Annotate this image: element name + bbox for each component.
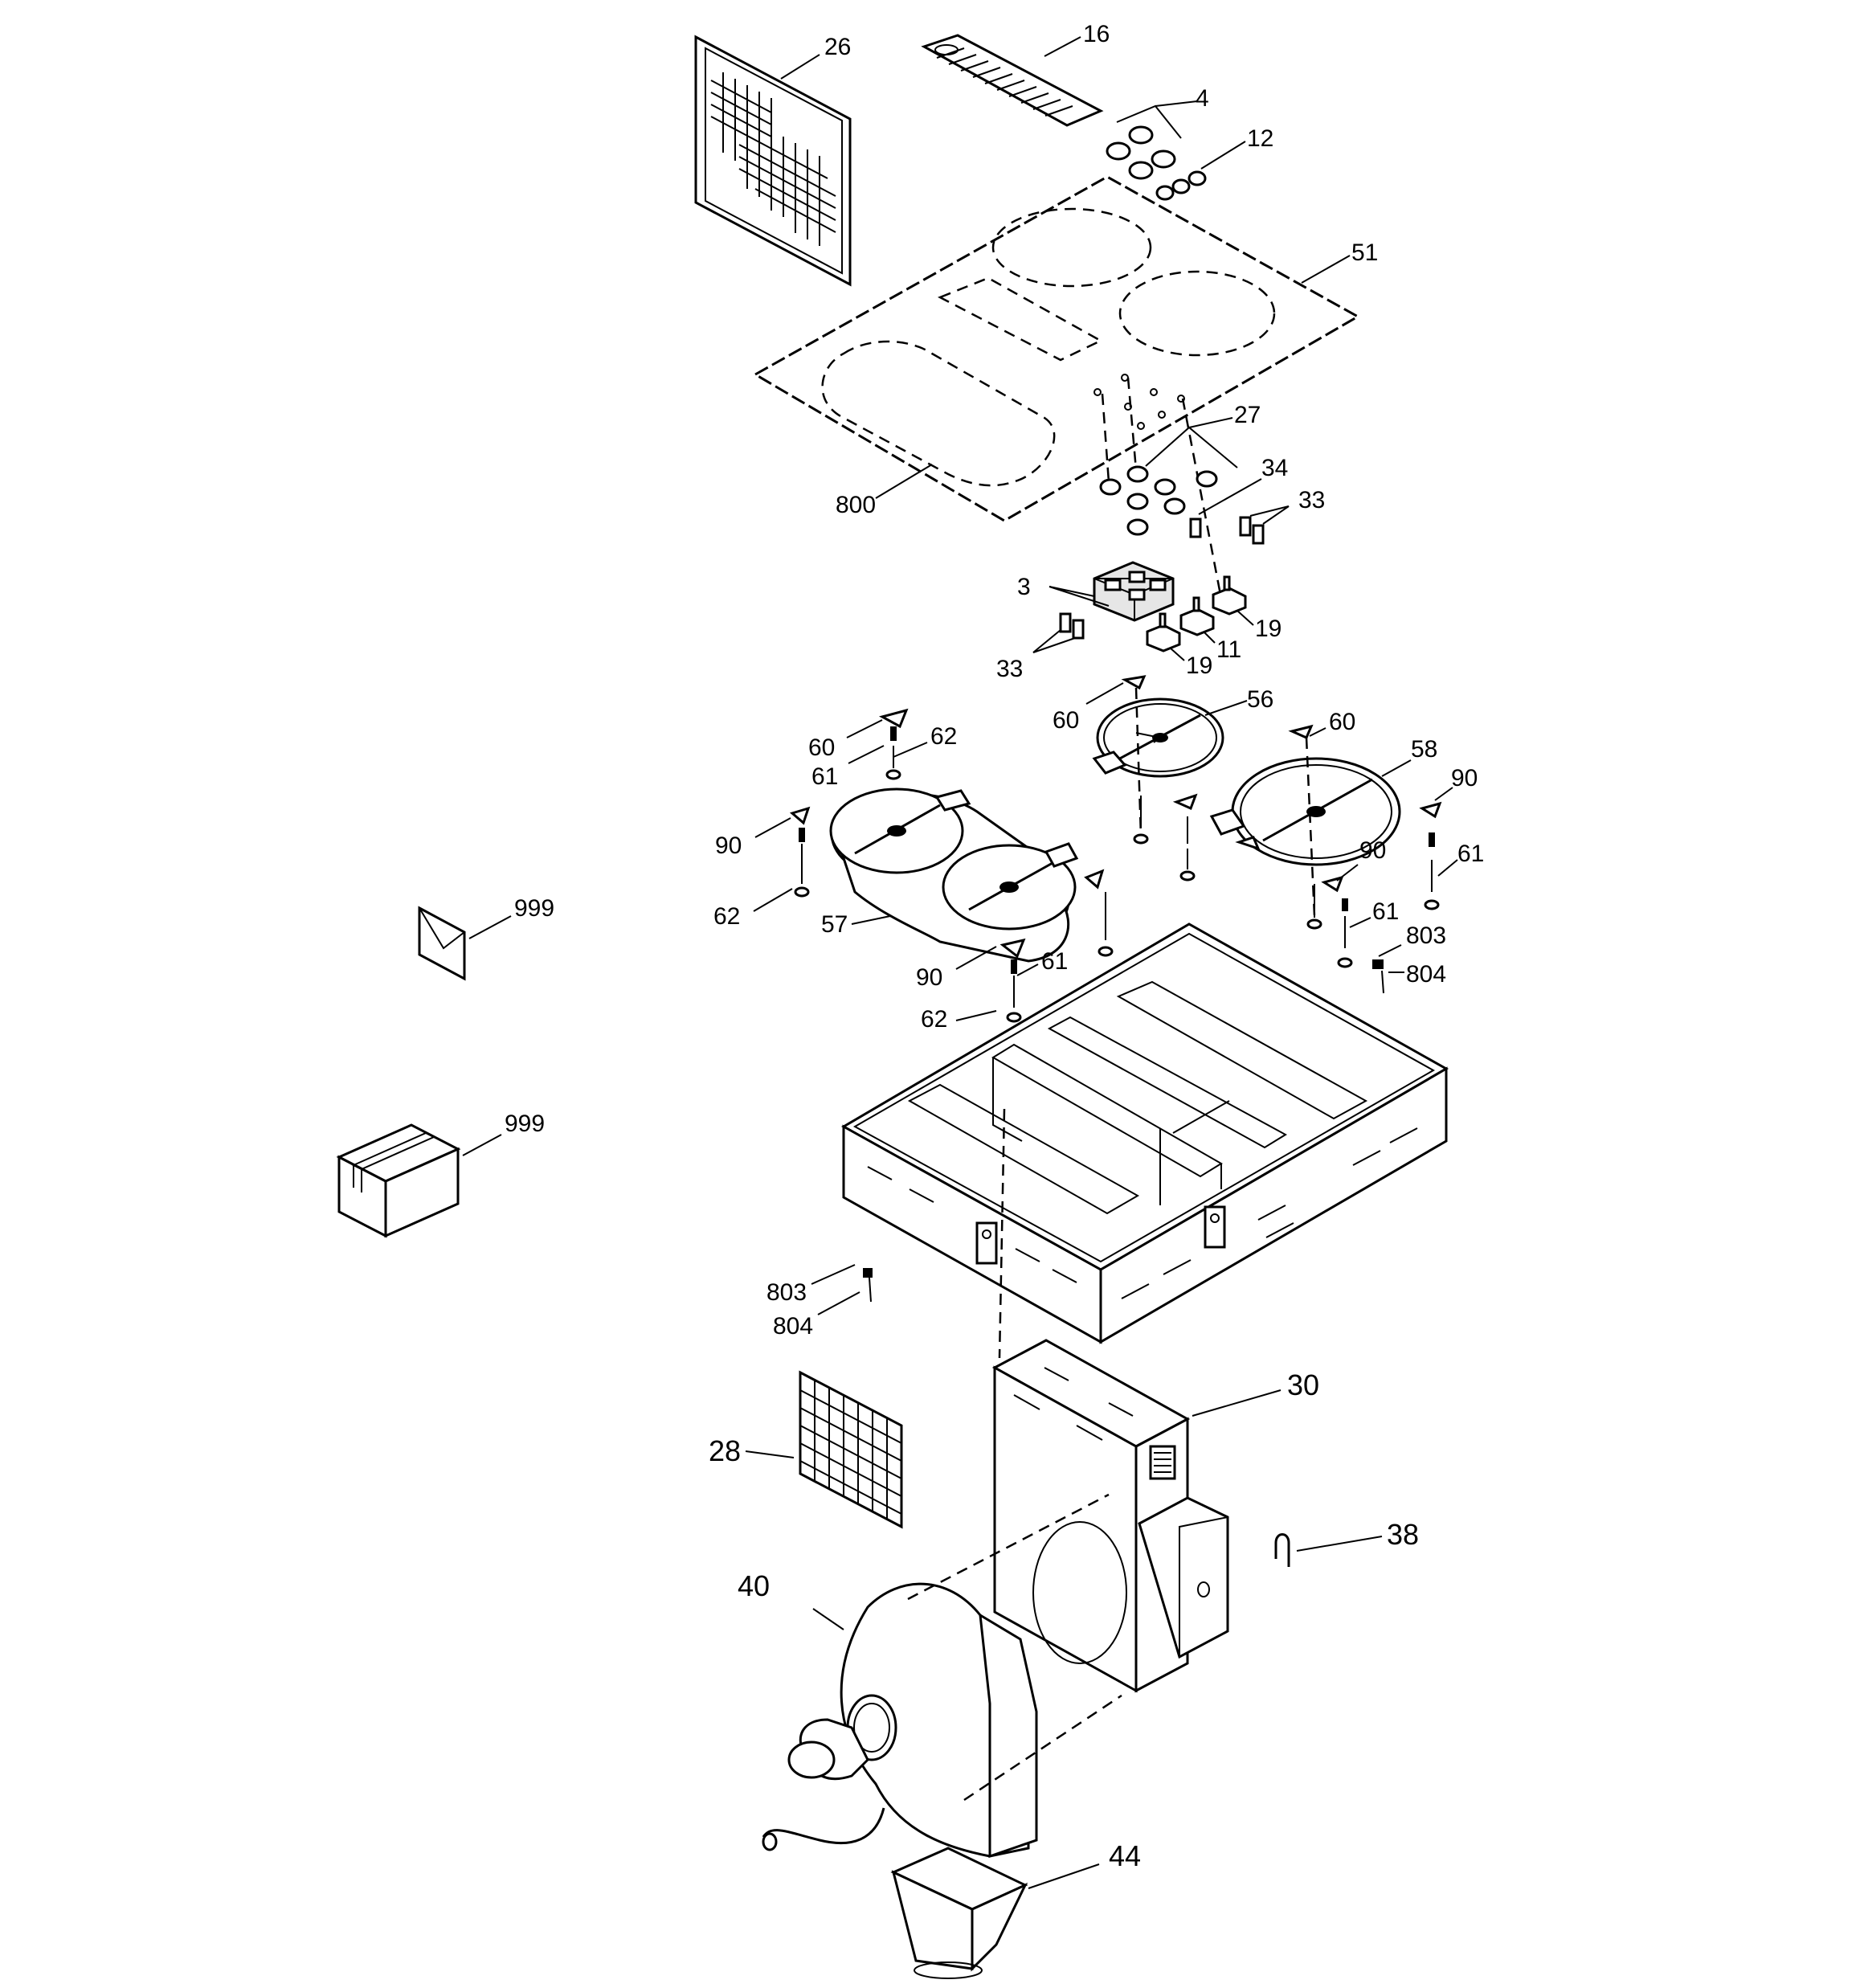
label-12: 12 (1247, 125, 1273, 152)
leader-16 (1044, 36, 1081, 57)
label-19-right: 19 (1255, 616, 1282, 642)
part-999-carton: 999 (336, 1111, 545, 1238)
part-38-clip: 38 (1274, 1518, 1419, 1567)
label-4: 4 (1196, 85, 1209, 112)
label-56: 56 (1247, 686, 1273, 713)
label-62-top: 62 (930, 723, 957, 750)
label-40: 40 (738, 1569, 770, 1602)
label-803-left: 803 (766, 1279, 807, 1306)
part-28-filter: 28 (709, 1370, 903, 1529)
label-3: 3 (1017, 574, 1031, 600)
part-26-panel: 26 (694, 34, 852, 287)
assembly-line (998, 1108, 1006, 1359)
label-90-bottom: 90 (916, 964, 942, 991)
label-61-right: 61 (1457, 841, 1484, 867)
label-61-top-left: 61 (811, 763, 838, 790)
label-60-mid: 60 (1053, 707, 1079, 734)
label-800: 800 (836, 492, 876, 518)
label-11: 11 (1216, 636, 1241, 663)
label-58: 58 (1411, 736, 1437, 763)
label-57: 57 (821, 911, 848, 938)
part-30-housing: 30 (991, 1339, 1319, 1693)
label-27: 27 (1234, 402, 1261, 428)
cooktop-chassis-box: 803 804 (766, 922, 1449, 1344)
label-33-top: 33 (1298, 487, 1325, 513)
control-parts: 27 34 33 3 19 11 19 33 (996, 377, 1325, 682)
label-999-envelope: 999 (514, 895, 554, 922)
part-57-bridge-element: 57 60 62 61 90 62 90 61 62 (713, 708, 1114, 1033)
label-30: 30 (1287, 1368, 1319, 1401)
label-51: 51 (1351, 239, 1378, 266)
part-999-envelope: 999 (418, 895, 554, 981)
label-804-right: 804 (1406, 961, 1446, 988)
label-28: 28 (709, 1434, 741, 1467)
part-51-cooktop-glass: 51 800 (752, 175, 1378, 522)
label-38: 38 (1387, 1518, 1419, 1551)
part-12-knob-caps: 12 (1155, 125, 1273, 201)
label-62-bottom: 62 (921, 1006, 947, 1033)
label-999-carton: 999 (505, 1111, 545, 1137)
label-34: 34 (1261, 455, 1288, 481)
leader-800 (875, 464, 933, 499)
leader-26 (780, 54, 820, 80)
label-90-right: 90 (1451, 765, 1478, 792)
label-60-left: 60 (808, 734, 835, 761)
part-4-knobs: 4 (1106, 85, 1209, 180)
part-56-element: 56 60 (1053, 675, 1273, 845)
label-62-left: 62 (713, 903, 740, 930)
part-40-blower: 40 (738, 1493, 1122, 1859)
label-804-left: 804 (773, 1313, 813, 1340)
label-44: 44 (1109, 1839, 1141, 1872)
label-33-lower: 33 (996, 656, 1023, 682)
label-90-left: 90 (715, 832, 742, 859)
leader-51 (1301, 255, 1351, 284)
label-61-mid-right: 61 (1372, 898, 1399, 925)
label-60-right: 60 (1329, 709, 1355, 735)
label-90-mid-right: 90 (1359, 837, 1386, 864)
label-16: 16 (1083, 21, 1110, 47)
part-44-duct: 44 (890, 1839, 1141, 1979)
label-803-right: 803 (1406, 922, 1446, 949)
label-26: 26 (824, 34, 851, 60)
part-16-grille: 16 (921, 21, 1110, 127)
label-19-lower: 19 (1186, 652, 1212, 679)
part-58-element: 58 60 90 61 90 61 803 804 (1172, 709, 1484, 994)
label-61-bottom: 61 (1041, 948, 1068, 975)
